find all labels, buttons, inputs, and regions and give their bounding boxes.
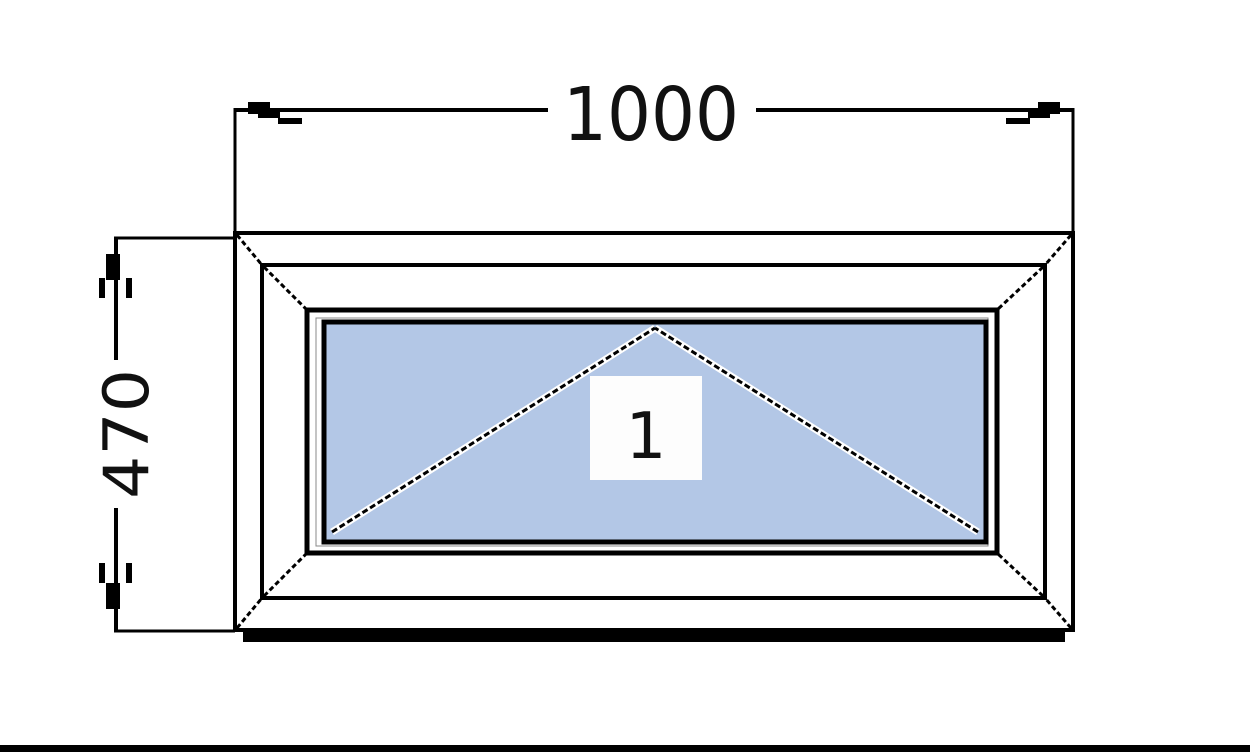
arrow-down-icon [99, 563, 132, 609]
height-dimension: 470 [90, 236, 235, 633]
width-label: 1000 [563, 72, 739, 158]
arrow-right-icon [1006, 102, 1060, 124]
sash-number-badge: 1 [590, 376, 702, 480]
arrow-left-icon [248, 102, 302, 124]
sash-number: 1 [626, 400, 667, 474]
width-dimension: 1000 [233, 72, 1075, 233]
bottom-border [0, 745, 1250, 752]
arrow-up-icon [99, 254, 132, 298]
opening-direction-indicator [330, 325, 980, 535]
height-label: 470 [90, 369, 163, 499]
